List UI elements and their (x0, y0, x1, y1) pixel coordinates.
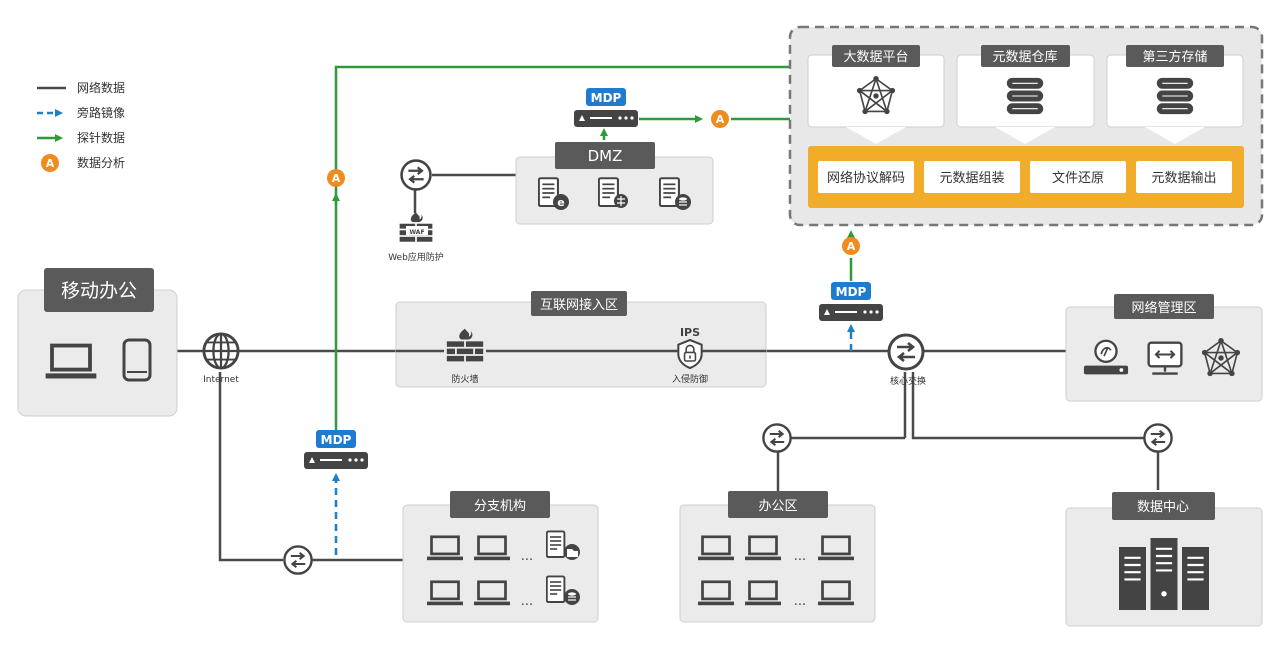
platform-box-bigdata: 大数据平台 (807, 45, 945, 144)
mdp-device-branch: MDP (304, 430, 368, 469)
function-file-restore: 文件还原 (1052, 171, 1104, 186)
waf-label: Web应用防护 (388, 251, 444, 263)
function-metadata-output: 元数据输出 (1151, 170, 1216, 186)
globe-icon (202, 332, 240, 370)
ellipsis: ... (794, 549, 806, 564)
internet-access-zone: 互联网接入区 防火墙 IPS 入侵防御 (395, 291, 767, 388)
legend-item-probe: 探针数据 (37, 130, 125, 145)
mdp-label: MDP (321, 433, 352, 447)
analysis-glyph: A (716, 113, 725, 126)
legend-item-mirror: 旁路镜像 (37, 105, 125, 120)
probe-lines (332, 65, 855, 432)
waf-badge: WAF (409, 229, 424, 236)
server-rack-icon (1118, 538, 1210, 610)
datacenter-zone: 数据中心 (1065, 492, 1263, 627)
platform-box-metadata-warehouse: 元数据仓库 (956, 45, 1095, 144)
internet-node: Internet (202, 332, 240, 385)
mirror-lines (332, 324, 855, 555)
platform-box-title: 元数据仓库 (992, 49, 1057, 65)
ellipsis: ... (521, 594, 533, 609)
db-server-icon (546, 575, 566, 603)
analysis-glyph: A (46, 157, 55, 170)
ips-label: 入侵防御 (672, 373, 708, 385)
ips-shield-icon (677, 338, 703, 370)
browser-e-icon: e (557, 196, 564, 209)
office-title: 办公区 (758, 499, 797, 514)
network-management-zone: 网络管理区 (1065, 294, 1263, 402)
datacenter-title: 数据中心 (1137, 500, 1189, 515)
platform-box-third-party-storage: 第三方存储 (1106, 45, 1244, 144)
ips-badge: IPS (680, 326, 700, 339)
legend-item-analysis: A 数据分析 (41, 154, 125, 172)
dmz-title: DMZ (588, 147, 623, 165)
netmgmt-title: 网络管理区 (1131, 300, 1196, 316)
analysis-glyph: A (847, 240, 856, 253)
ellipsis: ... (794, 594, 806, 609)
core-switch-icon (887, 333, 925, 371)
branch-zone: 分支机构 ... ... (402, 491, 599, 623)
ellipsis: ... (521, 549, 533, 564)
firewall-label: 防火墙 (451, 373, 478, 385)
analysis-platform: 大数据平台 元数据仓库 第三方存储 网络协议解码 元数据组装 文件还原 (788, 25, 1264, 227)
mdp-device-dmz: MDP (574, 88, 638, 127)
database-icon (1006, 77, 1044, 115)
branch-title: 分支机构 (474, 499, 526, 514)
core-switch: 核心交换 (887, 333, 926, 387)
file-server-icon (546, 530, 566, 558)
legend-label-network: 网络数据 (77, 80, 125, 95)
legend-label-probe: 探针数据 (77, 130, 125, 145)
platform-box-title: 大数据平台 (843, 50, 908, 65)
office-zone: 办公区 ... ... (679, 491, 876, 623)
dmz-zone: DMZ e (515, 142, 714, 225)
waf-device: WAF Web应用防护 (388, 212, 444, 263)
function-protocol-decode: 网络协议解码 (827, 170, 905, 186)
legend-label-mirror: 旁路镜像 (77, 105, 125, 120)
mdp-label: MDP (591, 91, 622, 105)
platform-function-band: 网络协议解码 元数据组装 文件还原 元数据输出 (808, 146, 1244, 208)
dmz-switch-icon (400, 159, 432, 191)
branch-switch-icon (283, 545, 313, 575)
datacenter-switch-icon (1143, 423, 1173, 453)
core-switch-label: 核心交换 (890, 375, 926, 387)
legend: 网络数据 旁路镜像 探针数据 A 数据分析 (37, 80, 125, 172)
database-icon (1156, 77, 1194, 115)
mdp-label: MDP (836, 285, 867, 299)
mobile-office-zone: 移动办公 (17, 268, 178, 417)
analysis-glyph: A (332, 172, 341, 185)
mdp-device-core: MDP (819, 282, 883, 321)
office-switch-icon (762, 423, 792, 453)
analysis-marker-left: A (327, 169, 345, 187)
analysis-marker-dmz: A (711, 110, 729, 128)
legend-label-analysis: 数据分析 (77, 155, 125, 170)
mobile-office-title: 移动办公 (61, 280, 137, 302)
function-metadata-assembly: 元数据组装 (939, 171, 1004, 186)
internet-label: Internet (203, 375, 239, 385)
analysis-marker-core: A (842, 237, 860, 255)
legend-item-network: 网络数据 (37, 80, 125, 95)
platform-box-title: 第三方存储 (1142, 49, 1207, 65)
internet-zone-title: 互联网接入区 (540, 297, 618, 313)
